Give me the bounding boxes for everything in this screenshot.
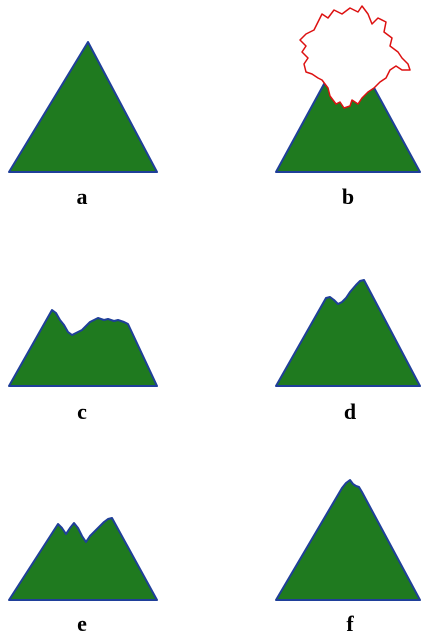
- panel-label-f: f: [330, 612, 370, 636]
- mountain-e: [9, 518, 157, 600]
- panel-e: [9, 518, 157, 600]
- panel-label-d: d: [330, 400, 370, 424]
- damage-region-b: [300, 6, 410, 108]
- panel-label-c: c: [62, 400, 102, 424]
- mountain-d: [276, 280, 420, 386]
- panel-label-e: e: [62, 612, 102, 636]
- panel-b: [276, 6, 420, 172]
- panel-a: [9, 42, 157, 172]
- mountain-c: [9, 310, 157, 386]
- panel-c: [9, 310, 157, 386]
- mountain-a: [9, 42, 157, 172]
- panel-label-b: b: [328, 185, 368, 209]
- panel-f: [276, 480, 420, 600]
- panel-label-a: a: [62, 185, 102, 209]
- panel-d: [276, 280, 420, 386]
- mountain-f: [276, 480, 420, 600]
